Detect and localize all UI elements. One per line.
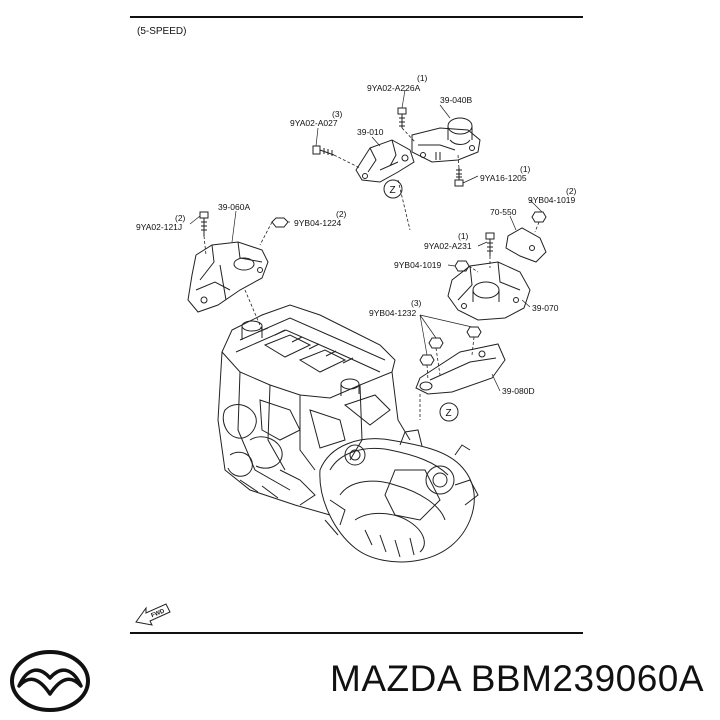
rod-39-080d-drawing bbox=[415, 343, 506, 395]
callout-a027: 9YA02-A027 bbox=[290, 118, 338, 128]
callout-1019b: 9YB04-1019 bbox=[394, 260, 442, 270]
callout-a226a-qty: (1) bbox=[417, 73, 428, 83]
bolt-a226a-drawing bbox=[397, 107, 407, 128]
callout-1224-qty: (2) bbox=[336, 209, 347, 219]
z-marker-top: Z bbox=[383, 179, 403, 199]
nut-1019b-drawing bbox=[454, 260, 470, 272]
callout-39-070: 39-070 bbox=[532, 303, 559, 313]
mount-39-060a-drawing bbox=[187, 241, 269, 313]
callout-a231: 9YA02-A231 bbox=[424, 241, 472, 251]
callout-70-550: 70-550 bbox=[490, 207, 517, 217]
mount-39-040b-drawing bbox=[411, 117, 481, 163]
callout-39-040b: 39-040B bbox=[440, 95, 472, 105]
bolt-121j-drawing bbox=[199, 211, 209, 236]
bolt-1205-drawing bbox=[454, 168, 464, 187]
bolt-a027-drawing bbox=[312, 145, 335, 156]
leader-lines bbox=[203, 127, 540, 420]
nut-1019a-drawing bbox=[531, 211, 547, 223]
bolt-a231-drawing bbox=[485, 232, 495, 256]
engine-block-drawing bbox=[217, 304, 479, 563]
callout-121j: 9YA02-121J bbox=[136, 222, 182, 232]
callout-1019a-qty: (2) bbox=[566, 186, 577, 196]
fwd-label: FWD bbox=[151, 608, 167, 619]
callout-39-080d: 39-080D bbox=[502, 386, 535, 396]
bracket-39-010-drawing bbox=[355, 139, 415, 183]
callout-1019a: 9YB04-1019 bbox=[528, 195, 576, 205]
diagram-heading: (5-SPEED) bbox=[137, 26, 186, 37]
bracket-70-550-drawing bbox=[505, 227, 547, 263]
brand-caption: MAZDA BBM239060A bbox=[330, 658, 705, 699]
callout-1232-qty: (3) bbox=[411, 298, 422, 308]
callout-1205: 9YA16-1205 bbox=[480, 173, 527, 183]
mount-39-070-drawing bbox=[447, 261, 531, 321]
callout-1224: 9YB04-1224 bbox=[294, 218, 342, 228]
callout-a226a: 9YA02-A226A bbox=[367, 83, 421, 93]
callout-1232: 9YB04-1232 bbox=[369, 308, 417, 318]
nuts-1232-drawing bbox=[419, 326, 482, 366]
z-marker-bottom: Z bbox=[439, 402, 459, 422]
callout-1205-qty: (1) bbox=[520, 164, 531, 174]
callout-121j-qty: (2) bbox=[175, 213, 186, 223]
z-marker-top-label: Z bbox=[390, 185, 396, 196]
z-marker-bottom-label: Z bbox=[446, 408, 452, 419]
nut-1224-drawing bbox=[271, 217, 289, 228]
mazda-logo-icon bbox=[10, 650, 90, 712]
callout-39-060a: 39-060A bbox=[218, 202, 250, 212]
callout-leaders bbox=[189, 89, 543, 392]
callout-39-010: 39-010 bbox=[357, 127, 384, 137]
fwd-arrow-icon: FWD bbox=[135, 603, 171, 626]
callout-a027-qty: (3) bbox=[332, 109, 343, 119]
callout-a231-qty: (1) bbox=[458, 231, 469, 241]
